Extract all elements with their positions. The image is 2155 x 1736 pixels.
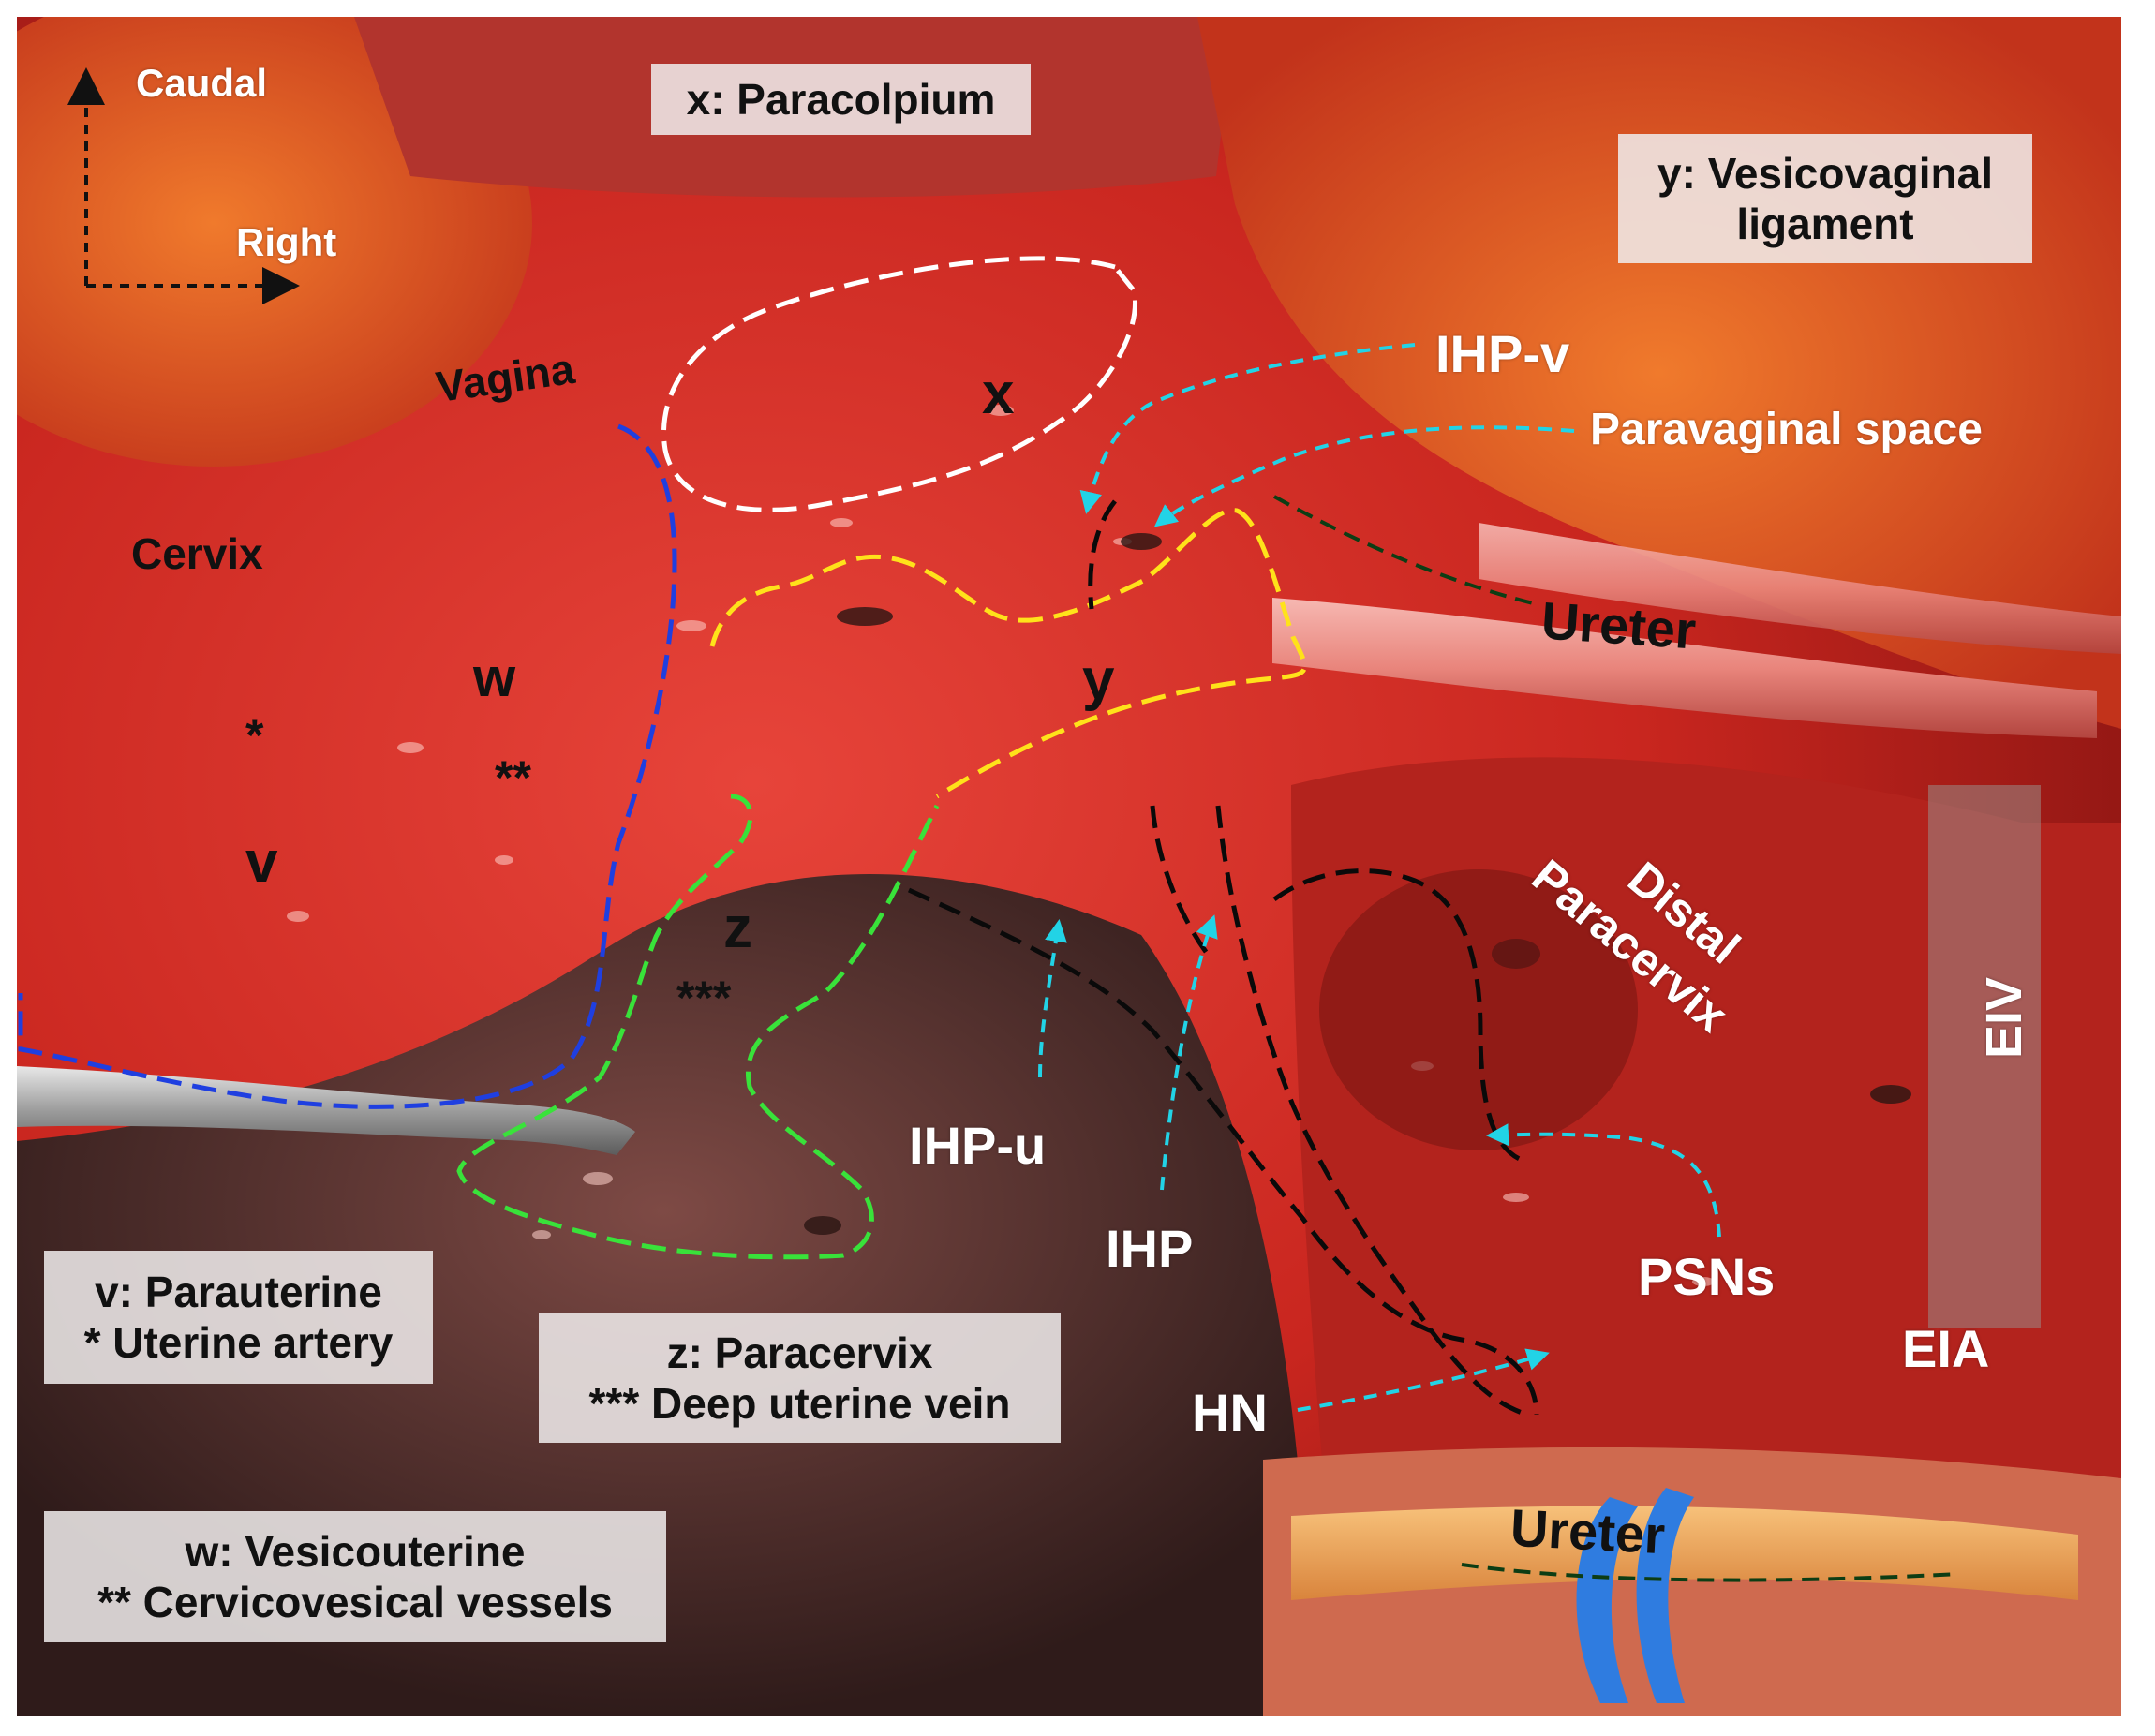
legend-vesicovaginal-line2: ligament <box>1736 200 1914 248</box>
legend-parauterine-line2: * Uterine artery <box>83 1318 394 1367</box>
legend-parauterine-line1: v: Parauterine <box>95 1267 382 1316</box>
legend-paracervix-line2: *** Deep uterine vein <box>588 1379 1011 1428</box>
legend-vesicouterine: w: Vesicouterine ** Cervicovesical vesse… <box>44 1511 666 1642</box>
v-label: v <box>245 830 278 895</box>
uterine-artery-marker: * <box>245 709 264 762</box>
ihp-v-label: IHP-v <box>1435 324 1570 383</box>
surgical-photo <box>17 17 2121 1716</box>
legend-paracolpium: x: Paracolpium <box>651 64 1031 135</box>
ihp-u-label: IHP-u <box>909 1116 1047 1175</box>
ihp-label: IHP <box>1106 1219 1194 1278</box>
ureter-bottom-label: Ureter <box>1508 1497 1667 1565</box>
legend-paracervix-line1: z: Paracervix <box>666 1328 933 1377</box>
cervix-label: Cervix <box>131 529 263 578</box>
legend-vesicouterine-line1: w: Vesicouterine <box>185 1526 526 1576</box>
legend-paracolpium-text: x: Paracolpium <box>686 74 996 124</box>
x-label: x <box>982 362 1015 426</box>
y-label: y <box>1082 647 1115 712</box>
eiv-label: EIV <box>1976 976 2032 1059</box>
legend-paracervix: z: Paracervix *** Deep uterine vein <box>539 1313 1061 1443</box>
legend-vesicovaginal: y: Vesicovaginal ligament <box>1618 134 2032 263</box>
w-label: w <box>473 647 516 708</box>
eia-label: EIA <box>1902 1319 1990 1378</box>
surgical-photo-art <box>17 17 2121 1716</box>
right-label: Right <box>236 220 337 264</box>
paravaginal-space-label: Paravaginal space <box>1590 405 1983 454</box>
legend-parauterine: v: Parauterine * Uterine artery <box>44 1251 433 1384</box>
hn-label: HN <box>1192 1383 1268 1442</box>
caudal-label: Caudal <box>136 61 268 105</box>
legend-vesicouterine-line2: ** Cervicovesical vessels <box>97 1578 613 1626</box>
deep-uterine-vein-marker: *** <box>676 972 732 1024</box>
ureter-top-label: Ureter <box>1539 590 1698 660</box>
psns-label: PSNs <box>1638 1247 1776 1306</box>
legend-vesicovaginal-line1: y: Vesicovaginal <box>1657 148 1993 198</box>
cervicovesical-vessels-marker: ** <box>495 751 531 804</box>
z-label: z <box>723 896 752 960</box>
